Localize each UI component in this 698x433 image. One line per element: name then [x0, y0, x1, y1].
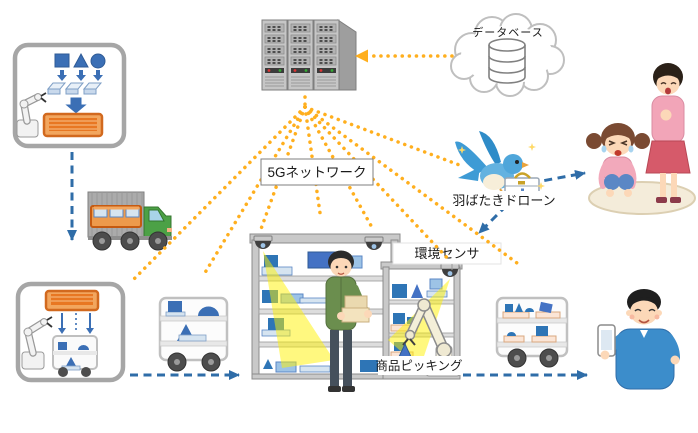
store-staff-icon — [325, 250, 372, 392]
big-down-arrow-icon — [62, 96, 90, 115]
mother-and-crying-child-icon — [586, 63, 696, 215]
drone-label: 羽ばたきドローン — [451, 191, 557, 210]
svg-text:環境センサ: 環境センサ — [414, 246, 479, 261]
network-label: 5Gネットワーク — [260, 158, 374, 186]
camera-beam — [263, 251, 334, 368]
orange-tray-icon — [44, 289, 100, 312]
unloading-station — [15, 281, 126, 383]
flow-drone-to-child — [530, 169, 586, 185]
bird-drone-icon — [455, 131, 545, 203]
carried-boxes-icon — [341, 295, 370, 323]
customer-with-smartphone-icon — [597, 289, 680, 390]
database-cylinder-icon — [488, 38, 526, 84]
down-arrows-icon — [57, 70, 103, 81]
sorting-station — [12, 42, 127, 149]
database-cloud-icon: データベース — [450, 13, 565, 97]
delivery-truck-icon — [87, 191, 172, 251]
flow-arrows — [67, 152, 588, 380]
lowering-arrows-icon — [58, 313, 94, 334]
mother-icon — [645, 63, 691, 203]
delivery-cart-icon — [495, 296, 569, 368]
agv-cart-icon — [158, 296, 229, 372]
orange-tray-icon — [42, 112, 104, 138]
flow-drone-to-sensor — [477, 194, 518, 235]
svg-text:商品ピッキング: 商品ピッキング — [375, 358, 462, 373]
svg-text:羽ばたきドローン: 羽ばたきドローン — [452, 193, 555, 208]
server-racks-icon — [261, 19, 357, 91]
store-shelf-icon — [249, 233, 401, 380]
cloud-to-server-arrow — [355, 49, 454, 63]
mini-cart-icon — [52, 335, 98, 377]
server-led-strip — [265, 68, 336, 73]
shape-samples-icon — [54, 52, 106, 69]
floor-mat — [588, 181, 696, 215]
truck-cargo-tray-icon — [90, 205, 142, 228]
database-label: データベース — [472, 25, 543, 39]
crying-girl-icon — [586, 123, 650, 197]
sorting-robot-arm-icon — [16, 92, 47, 138]
unloading-robot-arm-icon — [21, 316, 53, 370]
trays-icon — [46, 82, 103, 95]
picking-label: 商品ピッキング — [375, 356, 463, 375]
sensor-label: 環境センサ — [392, 242, 502, 270]
svg-text:5Gネットワーク: 5Gネットワーク — [267, 165, 366, 180]
